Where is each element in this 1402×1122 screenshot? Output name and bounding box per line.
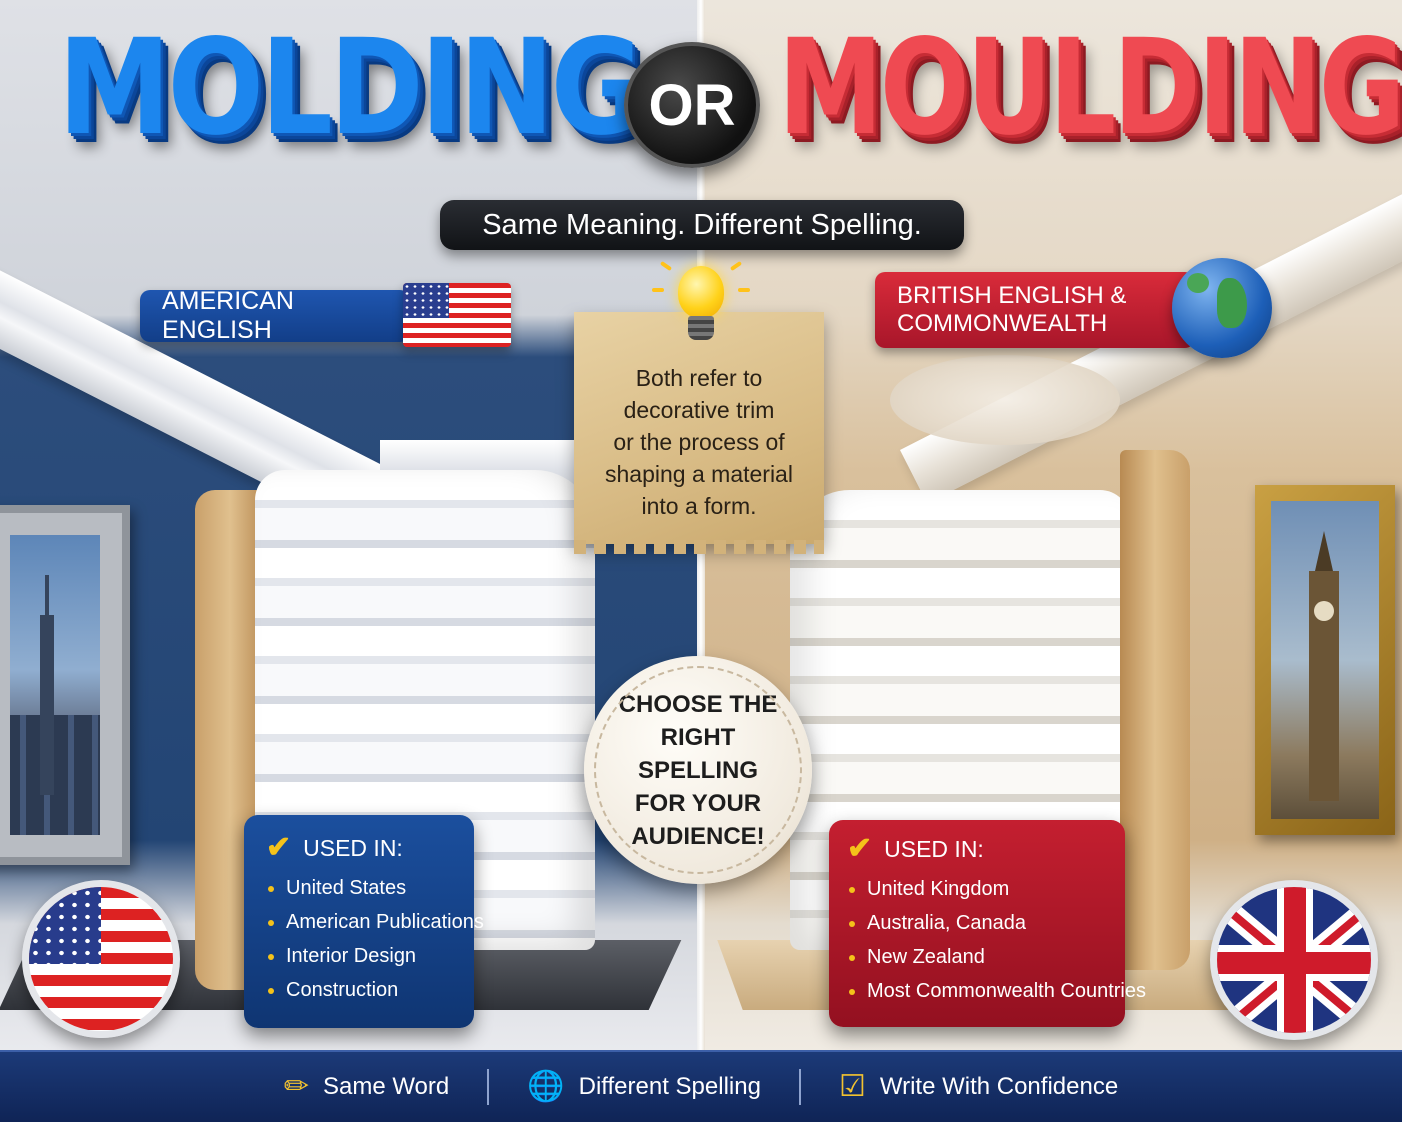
list-item: Interior Design: [266, 939, 474, 973]
checkmark-icon: ✔: [266, 831, 292, 864]
pencil-icon: ✏: [283, 1070, 309, 1103]
globe-icon: 🌐: [527, 1070, 565, 1103]
big-ben-painting: [1255, 485, 1395, 835]
american-english-label: AMERICAN ENGLISH: [140, 287, 410, 344]
footer-bar: ✏ Same Word 🌐 Different Spelling ☑ Write…: [0, 1050, 1402, 1122]
us-flag-icon: [403, 283, 511, 347]
note-line: Both refer to: [635, 365, 763, 391]
or-badge: OR: [624, 42, 760, 168]
british-label-line1: BRITISH ENGLISH &: [897, 282, 1127, 309]
ceiling-rose: [890, 355, 1120, 445]
footer-separator: [798, 1069, 801, 1105]
footer-item-different-spelling: 🌐 Different Spelling: [527, 1072, 761, 1102]
list-item: Construction: [266, 973, 474, 1007]
used-in-heading: USED IN:: [884, 835, 984, 862]
used-in-heading: USED IN:: [303, 834, 403, 861]
footer-label: Same Word: [322, 1073, 450, 1100]
choose-spelling-badge: CHOOSE THE RIGHT SPELLING FOR YOUR AUDIE…: [584, 656, 812, 884]
uk-round-flag-icon: [1210, 880, 1378, 1040]
list-item: United States: [266, 871, 474, 905]
definition-note: Both refer to decorative trim or the pro…: [574, 312, 824, 554]
globe-icon: [1172, 258, 1272, 358]
footer-item-same-word: ✏ Same Word: [284, 1072, 449, 1102]
american-used-in-card: ✔ USED IN: United States American Public…: [244, 815, 484, 1028]
footer-label: Different Spelling: [578, 1073, 761, 1100]
list-item: United Kingdom: [847, 872, 1125, 906]
list-item: Most Commonwealth Countries: [847, 974, 1146, 1008]
note-line: decorative trim: [623, 397, 775, 423]
footer-label: Write With Confidence: [879, 1073, 1119, 1100]
footer-item-write-with-confidence: ☑ Write With Confidence: [839, 1072, 1118, 1102]
lightbulb-icon: [652, 258, 750, 350]
footer-separator: [487, 1069, 490, 1105]
title-molding: MOLDING: [58, 11, 644, 165]
list-item: Australia, Canada: [847, 906, 1125, 940]
british-label-line2: COMMONWEALTH: [897, 310, 1108, 337]
note-line: shaping a material: [605, 461, 793, 487]
list-item: American Publications: [266, 905, 484, 939]
check-circle-icon: ☑: [838, 1070, 866, 1103]
note-line: into a form.: [641, 493, 757, 519]
british-english-label: BRITISH ENGLISH & COMMONWEALTH: [875, 272, 1195, 348]
title-moulding: MOULDING: [778, 11, 1402, 165]
list-item: New Zealand: [847, 940, 1125, 974]
checkmark-icon: ✔: [847, 832, 873, 865]
british-used-in-card: ✔ USED IN: United Kingdom Australia, Can…: [829, 820, 1146, 1027]
subtitle-banner: Same Meaning. Different Spelling.: [440, 200, 964, 250]
note-line: or the process of: [613, 429, 785, 455]
new-york-painting: [0, 505, 130, 865]
us-round-flag-icon: [22, 880, 180, 1038]
